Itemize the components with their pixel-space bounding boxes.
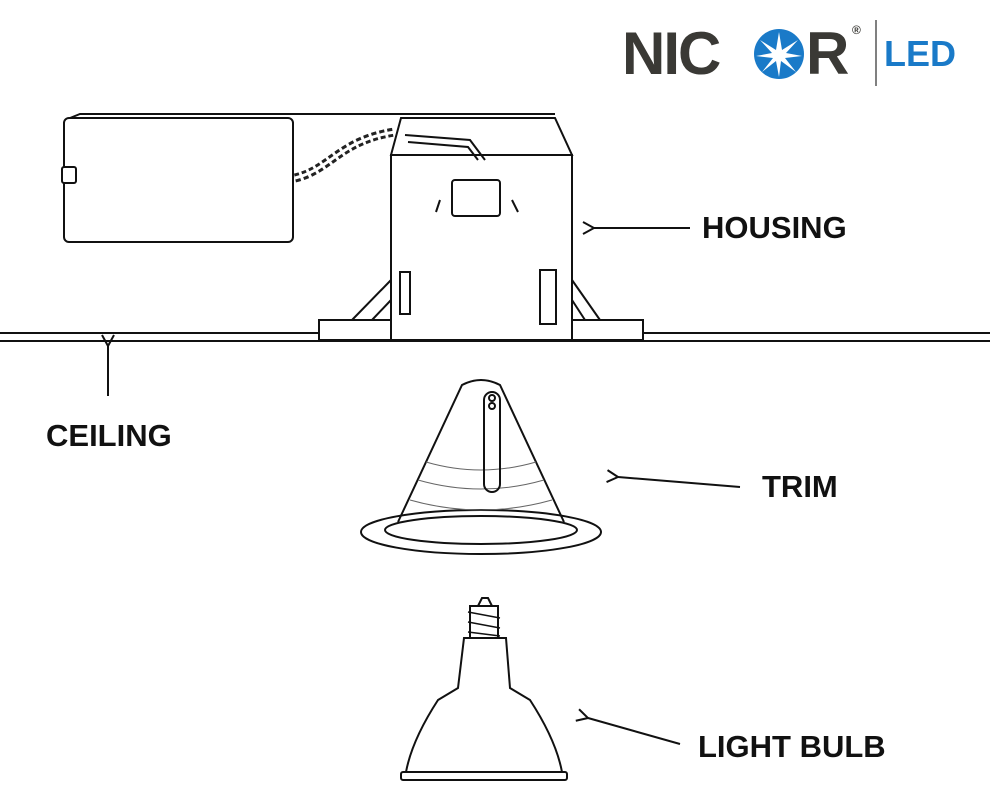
light-bulb-label: LIGHT BULB [698,729,886,764]
logo-registered: ® [852,23,861,37]
logo-star-icon [754,29,804,79]
junction-box [61,113,555,243]
light-bulb [400,597,568,781]
trim-arrow [618,477,741,488]
logo-suffix: LED [884,33,956,74]
light-bulb-arrow [588,718,681,745]
ceiling-label: CEILING [46,418,172,453]
housing-label: HOUSING [702,210,847,245]
housing [318,117,644,341]
trim-label: TRIM [762,469,838,504]
flex-conduit [293,127,396,183]
logo-brand-left: NIC [622,20,721,87]
trim [360,379,602,555]
logo-brand-right: R [806,20,850,87]
